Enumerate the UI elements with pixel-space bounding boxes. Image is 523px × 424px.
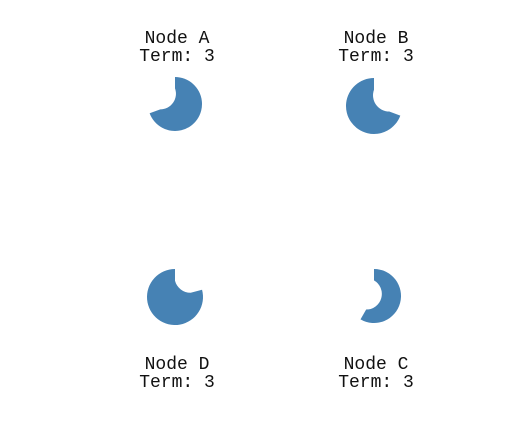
node-d-partial-circle-icon xyxy=(147,269,204,326)
node-a-term: Term: 3 xyxy=(139,47,215,67)
node-d-name: Node D xyxy=(145,355,210,375)
node-c: Node C Term: 3 xyxy=(338,269,414,393)
node-b-term: Term: 3 xyxy=(338,47,414,67)
node-b-partial-circle-icon xyxy=(345,78,401,134)
node-d: Node D Term: 3 xyxy=(139,269,215,393)
node-b: Node B Term: 3 xyxy=(338,29,414,134)
node-a-name: Node A xyxy=(145,29,210,49)
node-c-term: Term: 3 xyxy=(338,373,414,393)
node-a-partial-circle-icon xyxy=(149,76,203,132)
node-a: Node A Term: 3 xyxy=(139,29,215,132)
node-c-partial-circle-icon xyxy=(360,269,402,323)
node-b-name: Node B xyxy=(344,29,409,49)
node-c-name: Node C xyxy=(344,355,409,375)
node-d-term: Term: 3 xyxy=(139,373,215,393)
